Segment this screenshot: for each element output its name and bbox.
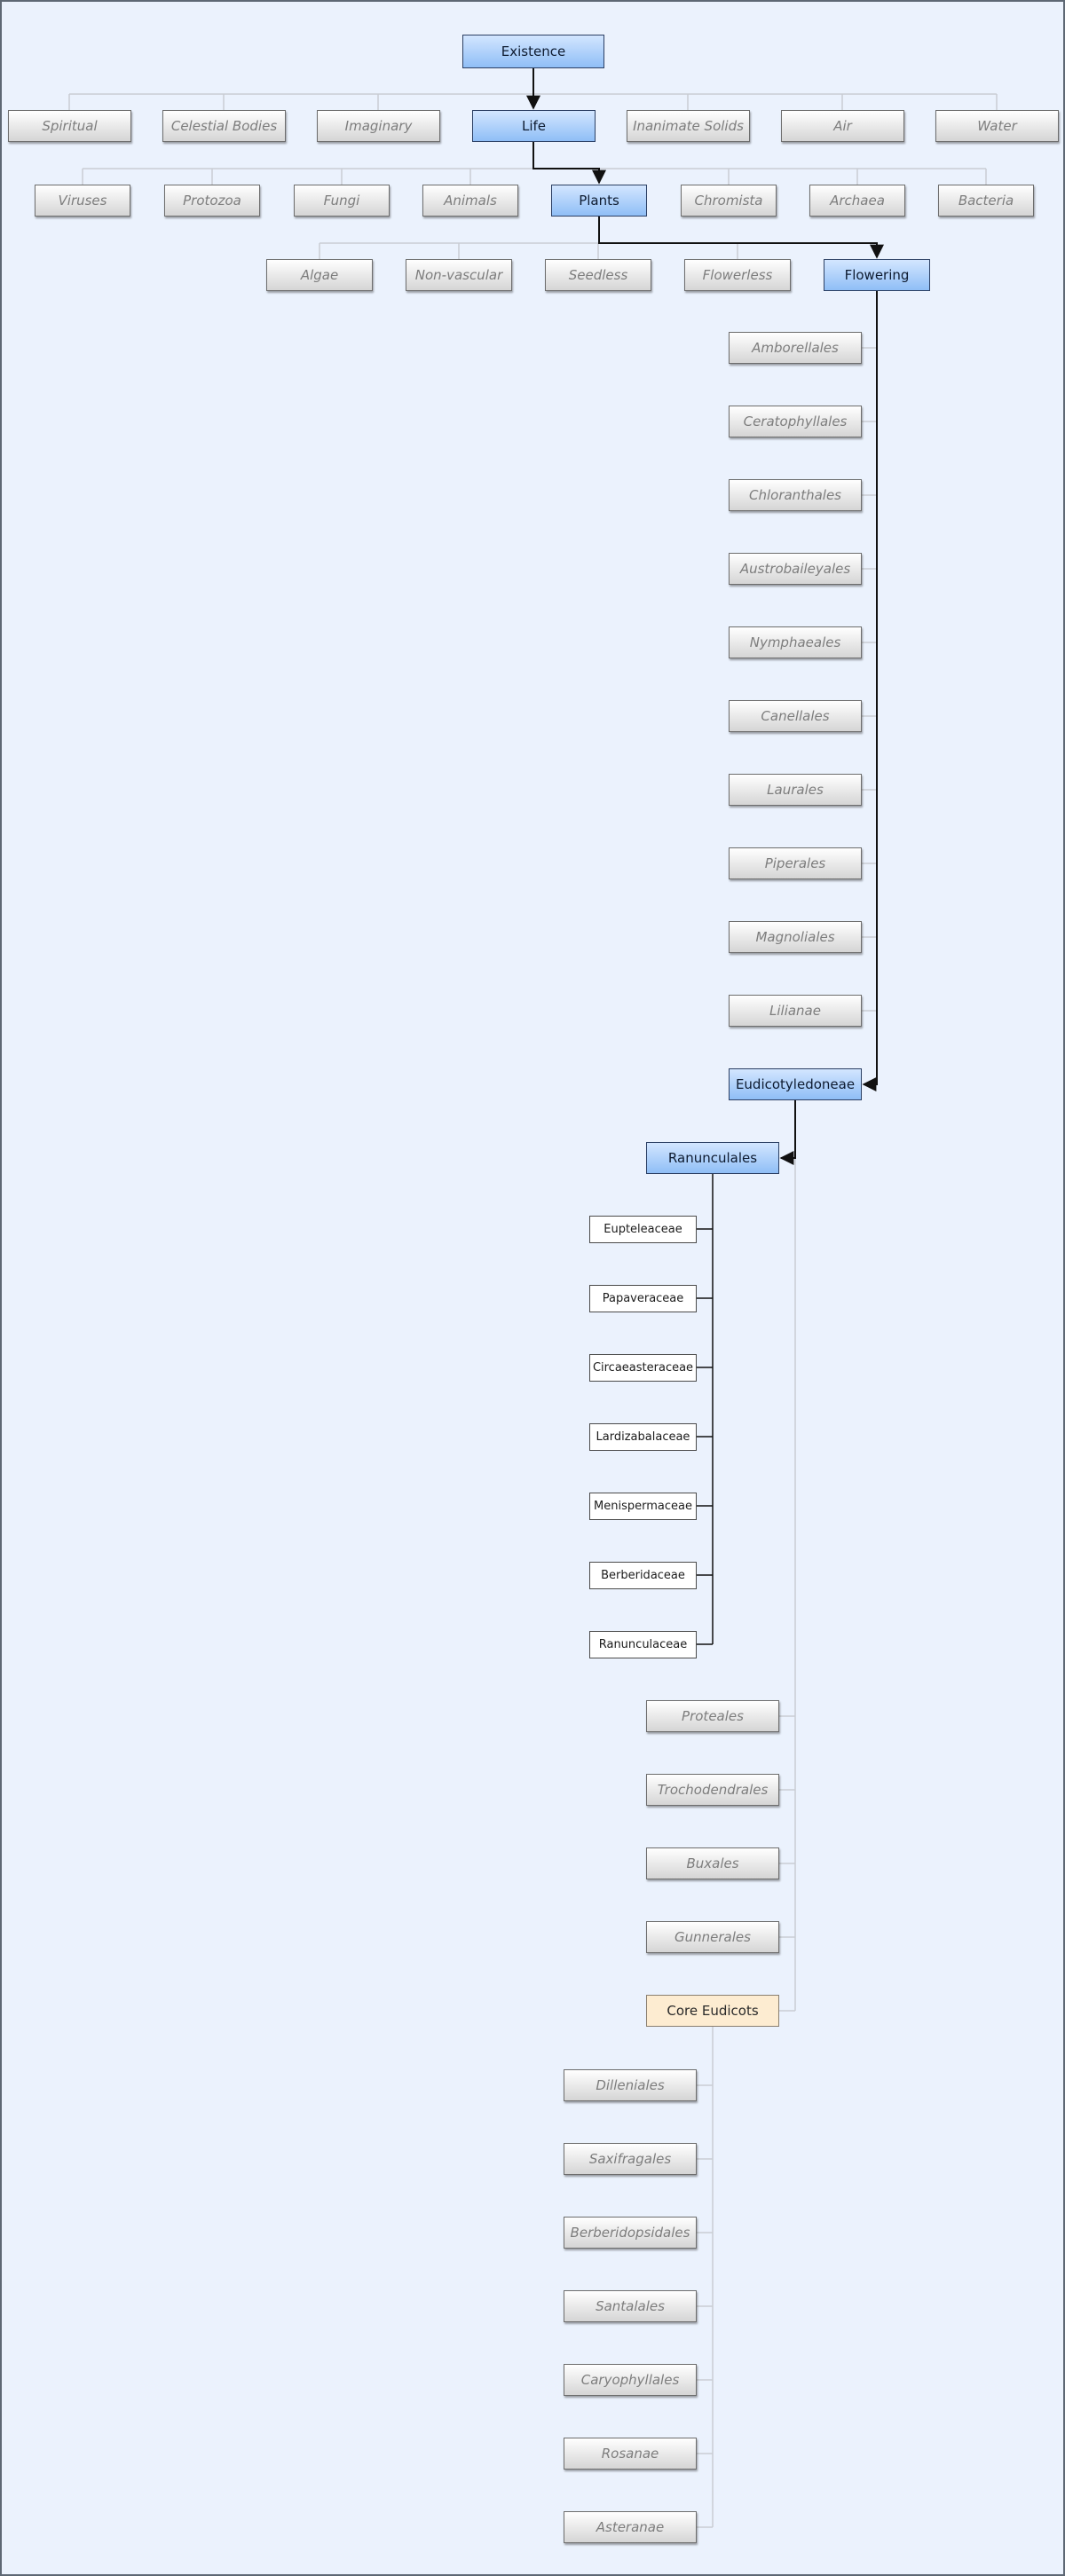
node-eudicotyledoneae[interactable]: Eudicotyledoneae <box>729 1068 862 1100</box>
node-core-eudicots[interactable]: Core Eudicots <box>646 1995 779 2027</box>
node-flowering[interactable]: Flowering <box>824 259 930 291</box>
node-ranunculales[interactable]: Ranunculales <box>646 1142 779 1174</box>
node-eupteleaceae[interactable]: Eupteleaceae <box>589 1216 697 1243</box>
node-ceratophyllales[interactable]: Ceratophyllales <box>729 406 862 437</box>
node-buxales[interactable]: Buxales <box>646 1847 779 1879</box>
node-celestial-bodies[interactable]: Celestial Bodies <box>162 110 286 142</box>
node-existence[interactable]: Existence <box>462 35 604 68</box>
node-non-vascular[interactable]: Non-vascular <box>406 259 512 291</box>
node-amborellales[interactable]: Amborellales <box>729 332 862 364</box>
node-menispermaceae[interactable]: Menispermaceae <box>589 1493 697 1520</box>
node-spiritual[interactable]: Spiritual <box>8 110 131 142</box>
node-fungi[interactable]: Fungi <box>294 185 390 217</box>
node-lilianae[interactable]: Lilianae <box>729 995 862 1027</box>
node-gunnerales[interactable]: Gunnerales <box>646 1921 779 1953</box>
node-protozoa[interactable]: Protozoa <box>164 185 260 217</box>
node-berberidaceae[interactable]: Berberidaceae <box>589 1562 697 1589</box>
node-imaginary[interactable]: Imaginary <box>317 110 440 142</box>
node-bacteria[interactable]: Bacteria <box>938 185 1034 217</box>
node-nymphaeales[interactable]: Nymphaeales <box>729 626 862 658</box>
node-austrobaileyales[interactable]: Austrobaileyales <box>729 553 862 585</box>
node-rosanae[interactable]: Rosanae <box>564 2438 697 2470</box>
node-magnoliales[interactable]: Magnoliales <box>729 921 862 953</box>
node-air[interactable]: Air <box>781 110 904 142</box>
node-santalales[interactable]: Santalales <box>564 2290 697 2322</box>
node-proteales[interactable]: Proteales <box>646 1700 779 1732</box>
node-water[interactable]: Water <box>935 110 1059 142</box>
node-trochodendrales[interactable]: Trochodendrales <box>646 1774 779 1806</box>
node-saxifragales[interactable]: Saxifragales <box>564 2143 697 2175</box>
node-animals[interactable]: Animals <box>422 185 518 217</box>
node-viruses[interactable]: Viruses <box>35 185 130 217</box>
connector-eudicots-to-ranunculales <box>779 1100 796 1165</box>
node-piperales[interactable]: Piperales <box>729 847 862 879</box>
node-lardizabalaceae[interactable]: Lardizabalaceae <box>589 1423 697 1451</box>
node-chromista[interactable]: Chromista <box>681 185 777 217</box>
node-flowerless[interactable]: Flowerless <box>684 259 791 291</box>
node-caryophyllales[interactable]: Caryophyllales <box>564 2364 697 2396</box>
connector-life-to-plants <box>532 142 606 185</box>
node-papaveraceae[interactable]: Papaveraceae <box>589 1285 697 1312</box>
node-laurales[interactable]: Laurales <box>729 774 862 806</box>
node-algae[interactable]: Algae <box>266 259 373 291</box>
node-seedless[interactable]: Seedless <box>545 259 651 291</box>
node-life[interactable]: Life <box>472 110 596 142</box>
node-inanimate-solids[interactable]: Inanimate Solids <box>627 110 750 142</box>
node-dilleniales[interactable]: Dilleniales <box>564 2069 697 2101</box>
connector-flowering-to-eudicots <box>862 291 878 1091</box>
node-asteranae[interactable]: Asteranae <box>564 2511 697 2543</box>
node-plants[interactable]: Plants <box>551 185 647 217</box>
node-ranunculaceae[interactable]: Ranunculaceae <box>589 1631 697 1658</box>
node-berberidopsidales[interactable]: Berberidopsidales <box>564 2217 697 2249</box>
node-archaea[interactable]: Archaea <box>809 185 905 217</box>
connector-plants-to-flowering <box>598 217 884 259</box>
node-canellales[interactable]: Canellales <box>729 700 862 732</box>
node-chloranthales[interactable]: Chloranthales <box>729 479 862 511</box>
node-circaeasteraceae[interactable]: Circaeasteraceae <box>589 1354 697 1382</box>
